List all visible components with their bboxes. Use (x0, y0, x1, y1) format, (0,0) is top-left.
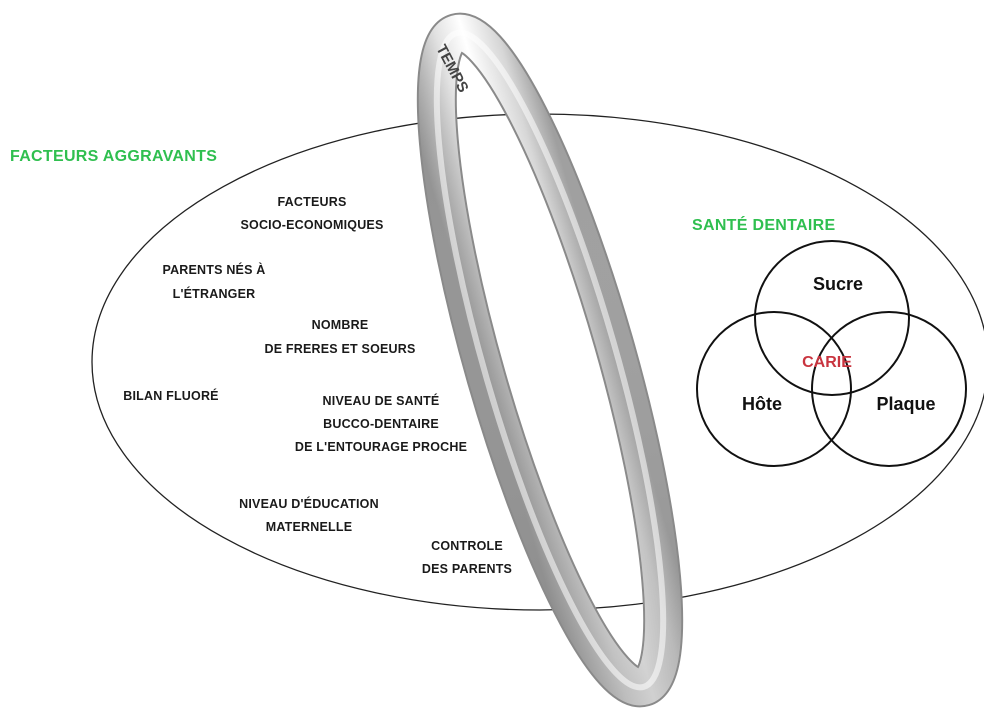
factor-line: DES PARENTS (422, 562, 512, 576)
factor-line: DE L'ENTOURAGE PROCHE (295, 440, 467, 454)
venn-circle-sucre (754, 240, 910, 396)
factor-line: NIVEAU D'ÉDUCATION (239, 496, 379, 511)
factor-bilan-fluore: BILAN FLUORÉ (123, 388, 218, 403)
factor-line: BILAN FLUORÉ (123, 388, 218, 403)
factor-nombre-freres-soeurs: NOMBRE DE FRERES ET SOEURS (264, 318, 415, 356)
heading-sante-dentaire: SANTÉ DENTAIRE (692, 215, 835, 234)
venn-circle-plaque (811, 311, 967, 467)
factor-sante-bucco-dentaire: NIVEAU DE SANTÉ BUCCO-DENTAIRE DE L'ENTO… (295, 393, 467, 454)
factor-line: L'ÉTRANGER (173, 286, 256, 301)
venn-diagram (696, 240, 967, 467)
venn-label-carie: CARIE (802, 354, 852, 371)
heading-facteurs-aggravants: FACTEURS AGGRAVANTS (10, 148, 217, 165)
factor-line: PARENTS NÉS À (162, 262, 265, 277)
factor-controle-parents: CONTROLE DES PARENTS (422, 539, 512, 576)
venn-label-hote: Hôte (742, 394, 782, 414)
factor-line: CONTROLE (431, 539, 503, 553)
factor-socio-economiques: FACTEURS SOCIO-ECONOMIQUES (241, 195, 384, 232)
factor-line: SOCIO-ECONOMIQUES (241, 218, 384, 232)
factor-line: NOMBRE (312, 318, 369, 332)
venn-label-plaque: Plaque (876, 394, 935, 414)
factor-education-maternelle: NIVEAU D'ÉDUCATION MATERNELLE (239, 496, 379, 534)
factor-line: MATERNELLE (266, 520, 353, 534)
factor-parents-nes-etranger: PARENTS NÉS À L'ÉTRANGER (162, 262, 265, 301)
venn-circle-hote (696, 311, 852, 467)
venn-label-sucre: Sucre (813, 274, 863, 294)
factor-line: DE FRERES ET SOEURS (264, 342, 415, 356)
factor-line: NIVEAU DE SANTÉ (323, 393, 440, 408)
temps-ring (416, 12, 684, 708)
factor-line: BUCCO-DENTAIRE (323, 417, 439, 431)
factor-line: FACTEURS (278, 195, 347, 209)
